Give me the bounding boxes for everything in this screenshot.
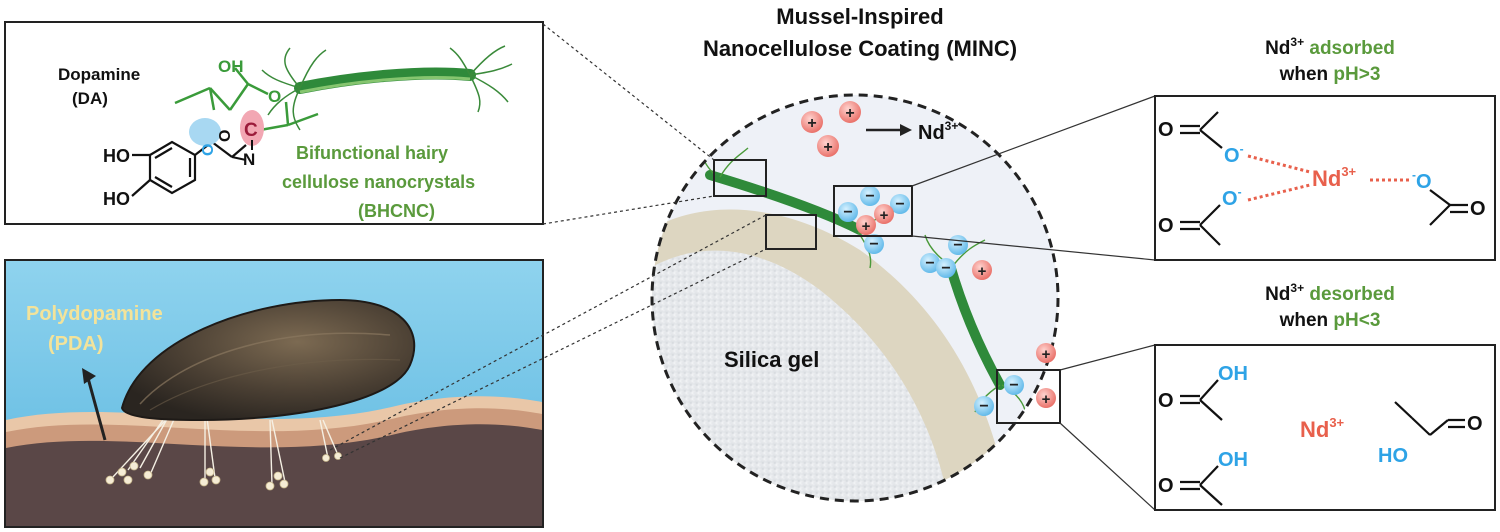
svg-text:+: + xyxy=(978,263,987,280)
silica-label: Silica gel xyxy=(724,347,819,372)
positive-ion: + xyxy=(856,215,876,235)
des-ho-right: HO xyxy=(1378,445,1408,467)
molecule-box: HO HO Dopamine (DA) OH O O O C N xyxy=(4,21,544,225)
desorbed-box: OH O OH O Nd3+ HO O xyxy=(1154,344,1496,511)
pda-line2: (PDA) xyxy=(48,333,104,355)
mussel-panel: Polydopamine (PDA) xyxy=(4,259,544,528)
mussel-shell xyxy=(120,298,416,422)
bhcnc-line1: Bifunctional hairy xyxy=(296,143,448,163)
negative-ion: − xyxy=(864,234,884,254)
byssal-plaques xyxy=(105,452,342,491)
n-label: N xyxy=(243,150,255,169)
dopamine-abbr: (DA) xyxy=(72,89,108,108)
carbon-label: C xyxy=(244,120,258,141)
positive-ion: + xyxy=(874,204,894,224)
pda-arrow xyxy=(86,377,107,441)
des-oh-1: OH xyxy=(1218,363,1248,385)
title-line2: Nanocellulose Coating (MINC) xyxy=(703,36,1017,61)
ion-cluster: − − − + + − − − − + + − + − xyxy=(838,186,1056,416)
svg-text:−: − xyxy=(979,398,988,415)
positive-ion: + xyxy=(1036,388,1056,408)
des-oh-2: OH xyxy=(1218,449,1248,471)
positive-ion: + xyxy=(1036,343,1056,363)
pda-line1: Polydopamine xyxy=(26,303,163,325)
negative-ion: − xyxy=(948,235,968,255)
svg-text:−: − xyxy=(869,236,878,253)
ho-label-1: HO xyxy=(103,146,130,166)
carbonyl-o: O xyxy=(217,130,234,142)
carbon-highlight xyxy=(240,110,264,146)
o-minus-label: O xyxy=(200,144,217,156)
ads-o-minus-1: O- xyxy=(1224,142,1244,167)
ads-o-minus-2: O- xyxy=(1222,185,1242,210)
adsorbed-box: O O- O- O Nd3+ -O O xyxy=(1154,95,1496,261)
positive-ion: + xyxy=(817,135,839,157)
ads-center-nd: Nd3+ xyxy=(1312,164,1357,191)
magnified-circle xyxy=(650,93,1060,503)
zoom-box-fibre xyxy=(713,159,767,197)
des-o-right: O xyxy=(1467,413,1483,435)
svg-text:−: − xyxy=(895,196,904,213)
byssal-threads xyxy=(111,409,339,486)
svg-text:−: − xyxy=(865,188,874,205)
catechol-ring xyxy=(131,140,247,197)
dopamine-label: Dopamine xyxy=(58,65,140,84)
svg-text:+: + xyxy=(823,139,832,156)
negative-ion: − xyxy=(1004,375,1024,395)
o-minus-highlight xyxy=(189,118,221,146)
svg-text:−: − xyxy=(941,260,950,277)
positive-ion: + xyxy=(801,111,823,133)
zoom-box-coating xyxy=(765,214,817,250)
negative-ion: − xyxy=(838,202,858,222)
svg-text:+: + xyxy=(845,105,854,122)
oh-label: OH xyxy=(218,57,244,76)
title-line1: Mussel-Inspired xyxy=(776,4,943,29)
svg-text:+: + xyxy=(807,115,816,132)
svg-text:−: − xyxy=(925,255,934,272)
svg-text:+: + xyxy=(880,207,889,224)
desorbed-heading: Nd3+ desorbed xyxy=(1265,281,1395,305)
svg-text:−: − xyxy=(1009,377,1018,394)
bhcnc-line2: cellulose nanocrystals xyxy=(282,172,475,192)
svg-text:+: + xyxy=(862,218,871,235)
adsorbed-condition: when pH>3 xyxy=(1279,64,1381,85)
bhcnc-line3: (BHCNC) xyxy=(358,201,435,221)
ads-o-left-1: O xyxy=(1158,119,1174,141)
negative-ion: − xyxy=(860,186,880,206)
svg-text:+: + xyxy=(1042,391,1051,408)
negative-ion: − xyxy=(936,258,956,278)
ads-o-left-2: O xyxy=(1158,215,1174,237)
svg-text:−: − xyxy=(843,204,852,221)
des-o-1: O xyxy=(1158,390,1174,412)
ring-o-label: O xyxy=(268,87,281,106)
ho-label-2: HO xyxy=(103,189,130,209)
positive-ion: + xyxy=(972,260,992,280)
zoom-box-desorbed xyxy=(996,369,1061,424)
adsorbed-heading: Nd3+ adsorbed xyxy=(1265,35,1395,59)
positive-ion: + xyxy=(839,101,861,123)
desorbed-condition: when pH<3 xyxy=(1279,310,1381,331)
negative-ion: − xyxy=(920,253,940,273)
negative-ion: − xyxy=(974,396,994,416)
negative-ion: − xyxy=(890,194,910,214)
des-o-2: O xyxy=(1158,475,1174,497)
ads-right-o: -O xyxy=(1412,168,1432,193)
svg-text:+: + xyxy=(1042,346,1051,363)
glucose-skeleton xyxy=(174,67,319,132)
des-center-nd: Nd3+ xyxy=(1300,415,1345,442)
circle-nd-label: Nd3+ xyxy=(918,119,958,144)
ads-right-o2: O xyxy=(1470,198,1486,220)
svg-text:−: − xyxy=(953,237,962,254)
bhcnc-fibre xyxy=(261,45,513,131)
connector-lines xyxy=(329,23,1156,511)
zoom-box-adsorbed xyxy=(833,185,913,237)
